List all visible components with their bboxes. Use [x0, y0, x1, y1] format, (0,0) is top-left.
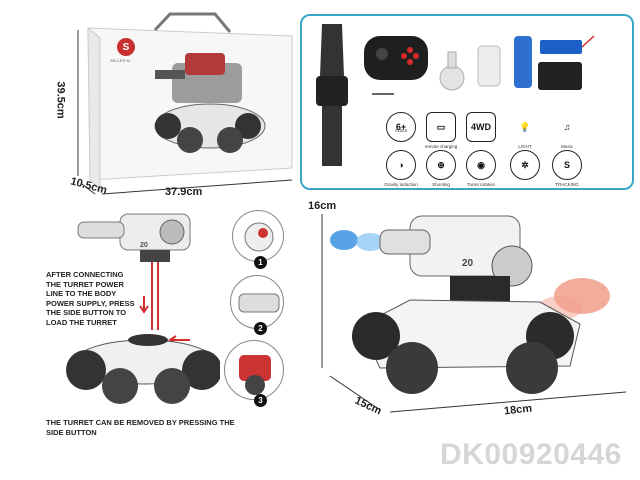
step-2-image: [230, 275, 284, 329]
brand-logo: S: [117, 38, 135, 56]
step-1-badge: 1: [254, 256, 267, 269]
age-icon: 6+: [386, 112, 416, 142]
light-label: LIGHT: [518, 144, 532, 149]
package-box-illustration: [77, 12, 293, 195]
music-label: Music: [561, 144, 573, 149]
box-width-label: 37.9cm: [165, 186, 203, 198]
turret-label: Turret rotation: [466, 182, 496, 187]
tracking-label: TRACKING: [555, 182, 579, 187]
turret-number: 20: [140, 242, 148, 249]
accessories-panel: 6+ AGES ▭ remote charging 4WD 💡 LIGHT ♫ …: [300, 14, 634, 190]
turret-connect-note: AFTER CONNECTING THE TURRET POWER LINE T…: [46, 270, 135, 327]
turret-icon: ◉: [466, 150, 496, 180]
step-2-badge: 2: [254, 322, 267, 335]
target-icon: ⊕: [426, 150, 456, 180]
gravity-label: Gravity induction: [384, 182, 418, 187]
gravity-icon: ◑: [386, 150, 416, 180]
product-turret-number: 20: [462, 258, 474, 269]
turret-assembly-illustration: 20: [60, 200, 222, 410]
target-label: Shooting: [432, 182, 450, 187]
light-icon: 💡: [519, 121, 531, 132]
accessories-illustration: [316, 24, 595, 166]
product-illustration: 20 16cm 15cm 18cm: [300, 196, 636, 436]
turret-removal-note: THE TURRET CAN BE REMOVED BY PRESSING TH…: [46, 418, 235, 437]
step-3-image: [224, 340, 284, 400]
age-label: AGES: [394, 128, 408, 133]
step-1-image: [232, 210, 284, 262]
battery-label: remote charging: [424, 144, 458, 149]
battery-icon: ▭: [426, 112, 456, 142]
step-3-badge: 3: [254, 394, 267, 407]
sku-code: DK00920446: [440, 438, 622, 471]
package-box-area: S SELLER·M 39.5cm 10.5cm 37.9cm: [55, 8, 300, 198]
box-height-label: 39.5cm: [54, 81, 67, 119]
product-height-label: 16cm: [308, 200, 337, 212]
tracking-icon: S: [552, 150, 582, 180]
brand-text: SELLER·M: [110, 58, 131, 63]
4wd-icon: 4WD: [466, 112, 496, 142]
music-icon: ♫: [563, 122, 571, 132]
spray-icon: ✲: [510, 150, 540, 180]
